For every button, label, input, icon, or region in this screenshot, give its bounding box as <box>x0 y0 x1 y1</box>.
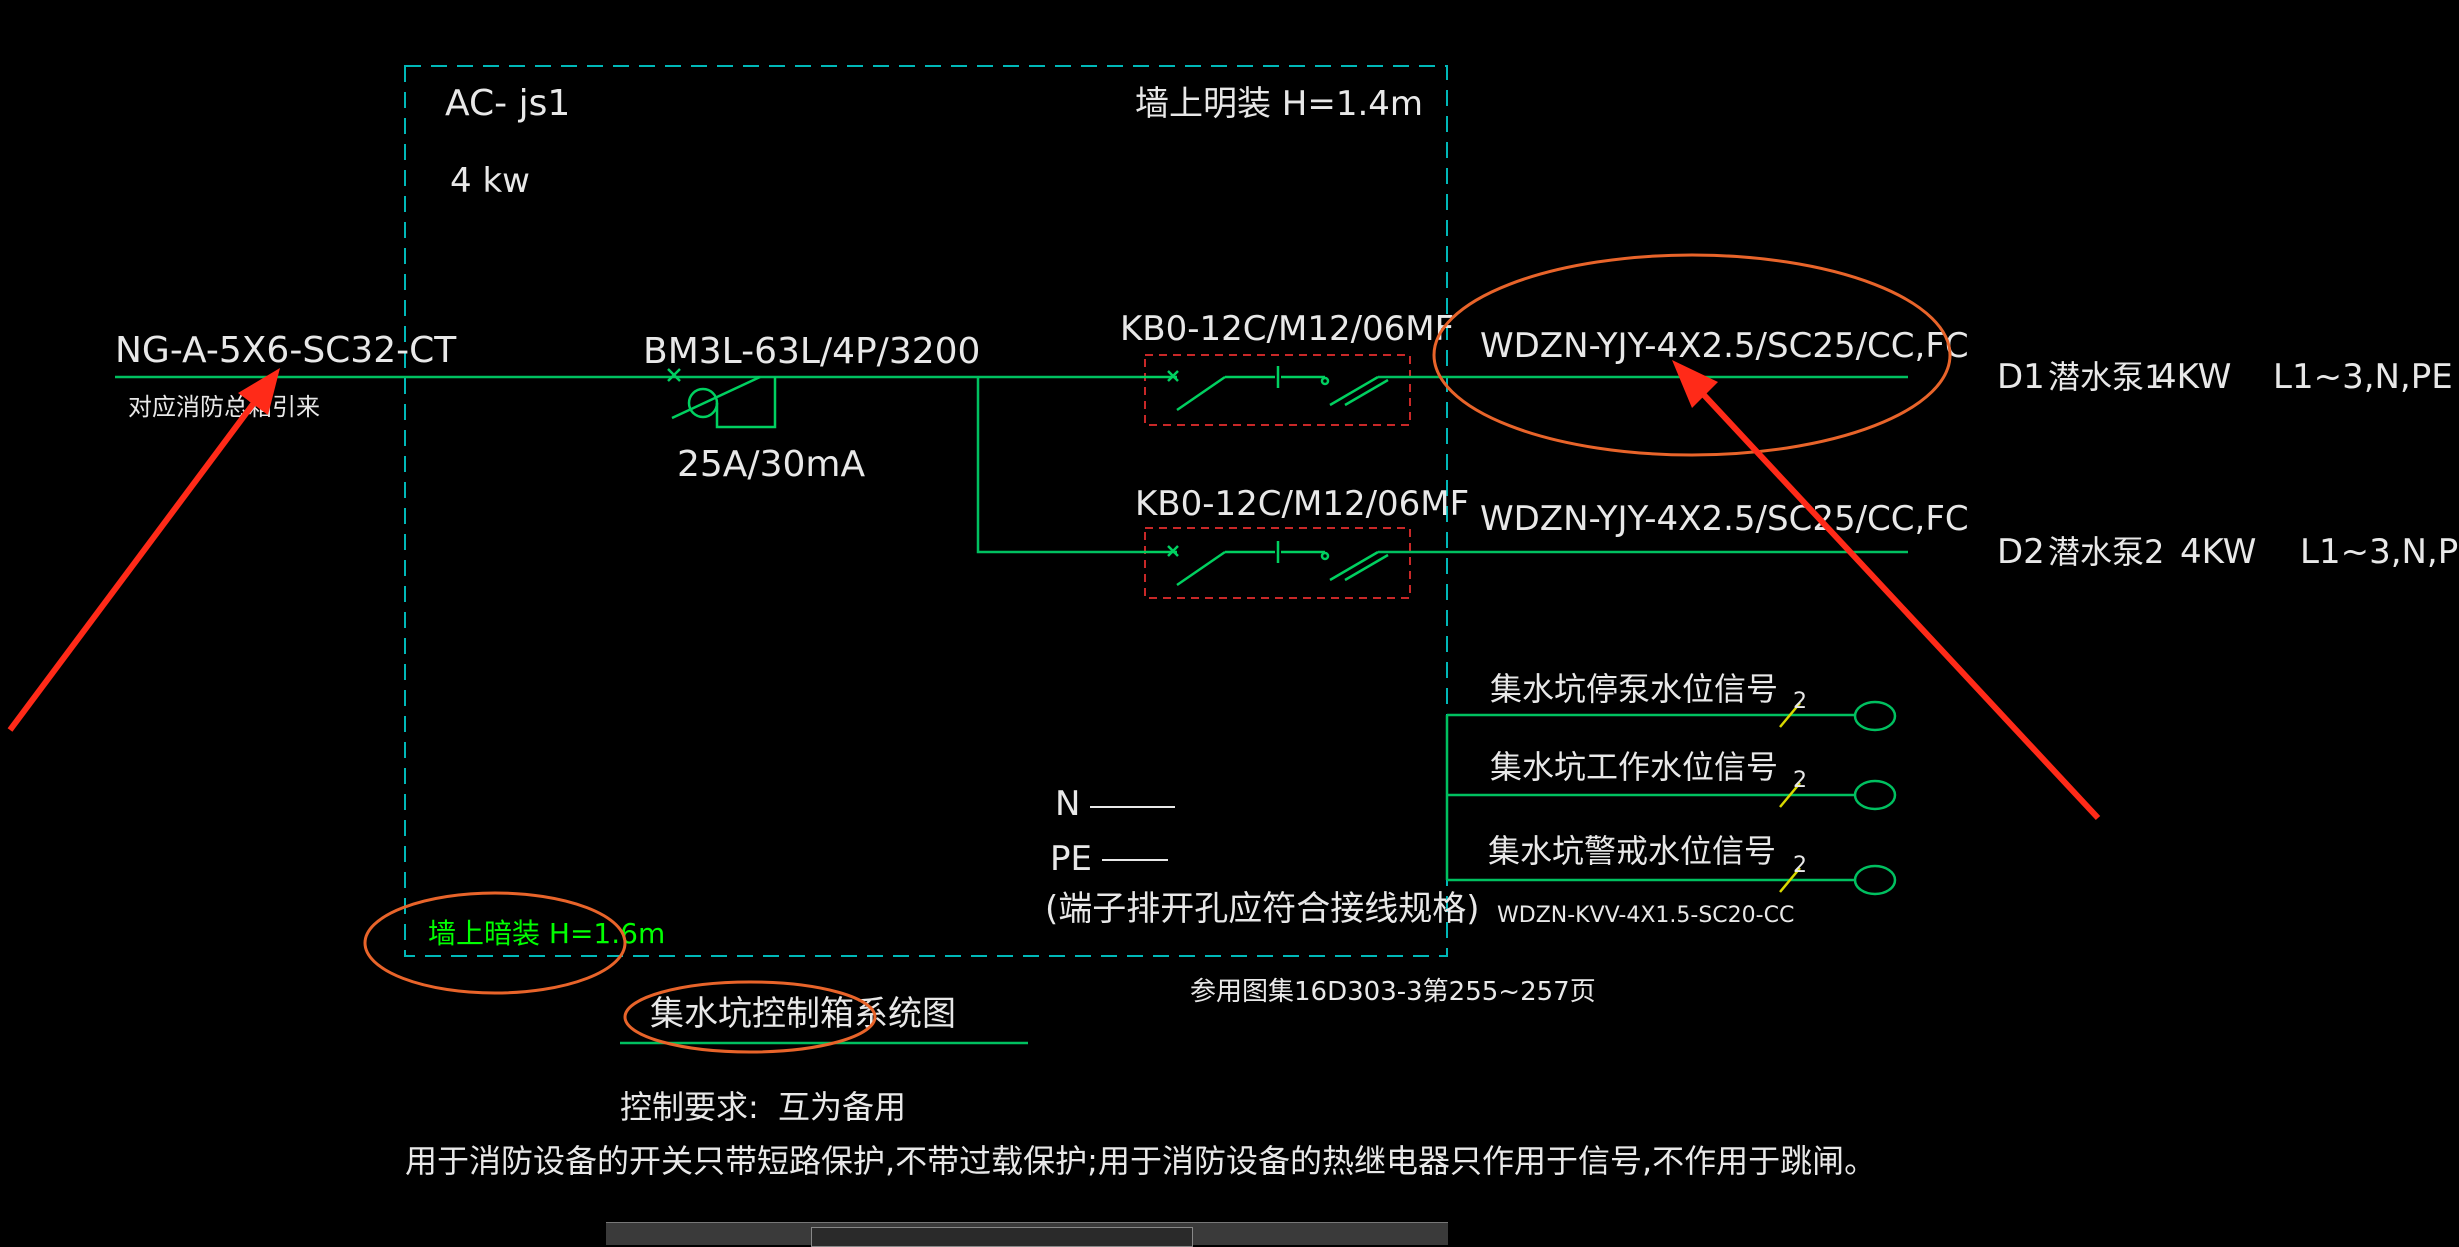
drawing-title: 集水坑控制箱系统图 <box>650 994 956 1034</box>
signal-2 <box>1447 779 1897 811</box>
box-id: AC- js1 <box>445 83 570 124</box>
arrow-left <box>7 368 280 732</box>
box-power: 4 kw <box>450 161 530 201</box>
remark-text: 用于消防设备的开关只带短路保护,不带过载保护;用于消防设备的热继电器只作用于信号… <box>405 1142 1876 1180</box>
arrow-right <box>1672 360 2101 821</box>
toolbar-field[interactable] <box>811 1227 1193 1247</box>
signal-3-label: 集水坑警戒水位信号 <box>1488 832 1776 870</box>
branch-wire <box>976 377 1140 554</box>
signal-3-count: 2 <box>1793 853 1807 878</box>
terminal-note: (端子排开孔应符合接线规格) <box>1045 889 1480 929</box>
terminal-pe: PE <box>1050 839 1092 879</box>
control-label: 控制要求: <box>620 1088 759 1126</box>
terminal-n: N <box>1055 784 1080 824</box>
load-2-power: 4KW <box>2180 532 2256 572</box>
main-breaker-model: BM3L-63L/4P/3200 <box>643 331 980 372</box>
starter-1-contacts <box>1140 366 1389 412</box>
circuit-2-cable: WDZN-YJY-4X2.5/SC25/CC,FC <box>1480 499 1969 539</box>
load-2-name: 潜水泵2 <box>2048 533 2164 571</box>
highlight-ellipse-mount <box>363 891 627 995</box>
cabinet-outline <box>404 65 1448 957</box>
signal-3 <box>1447 864 1897 896</box>
control-value: 互为备用 <box>778 1088 906 1126</box>
signal-2-count: 2 <box>1793 768 1807 793</box>
load-1-phase: L1~3,N,PE <box>2273 357 2453 397</box>
signal-2-label: 集水坑工作水位信号 <box>1490 748 1778 786</box>
incoming-cable: NG-A-5X6-SC32-CT <box>115 330 457 371</box>
starter-2-box <box>1144 527 1411 599</box>
signal-1-count: 2 <box>1793 689 1807 714</box>
load-1-name: 潜水泵1 <box>2048 358 2164 396</box>
bottom-toolbar <box>606 1222 1448 1247</box>
load-1-power: 4KW <box>2155 357 2231 397</box>
mount-bottom: 墙上暗装 H=1.6m <box>428 917 665 950</box>
highlight-ellipse-cable <box>1432 253 1952 457</box>
starter-2-contacts <box>1140 541 1389 587</box>
starter-1-box <box>1144 354 1411 426</box>
breaker-cross-b <box>667 368 681 382</box>
load-2-phase: L1~3,N,PE <box>2300 532 2459 572</box>
load-1-id: D1 <box>1997 357 2045 397</box>
highlight-ellipse-title <box>623 980 877 1054</box>
signal-1 <box>1447 700 1897 732</box>
mount-top: 墙上明装 H=1.4m <box>1135 84 1423 124</box>
rcd-rating: 25A/30mA <box>677 444 865 485</box>
load-2-id: D2 <box>1997 532 2045 572</box>
starter-2-model: KB0-12C/M12/06MF <box>1135 484 1469 524</box>
starter-1-model: KB0-12C/M12/06MF <box>1120 309 1454 349</box>
signal-1-label: 集水坑停泵水位信号 <box>1490 670 1778 708</box>
signal-cable: WDZN-KVV-4X1.5-SC20-CC <box>1497 903 1794 928</box>
rcd-link <box>715 377 777 429</box>
incoming-note: 对应消防总箱引来 <box>128 393 320 421</box>
circuit-1-cable: WDZN-YJY-4X2.5/SC25/CC,FC <box>1480 326 1969 366</box>
reference-note: 参用图集16D303-3第255~257页 <box>1190 977 1596 1007</box>
